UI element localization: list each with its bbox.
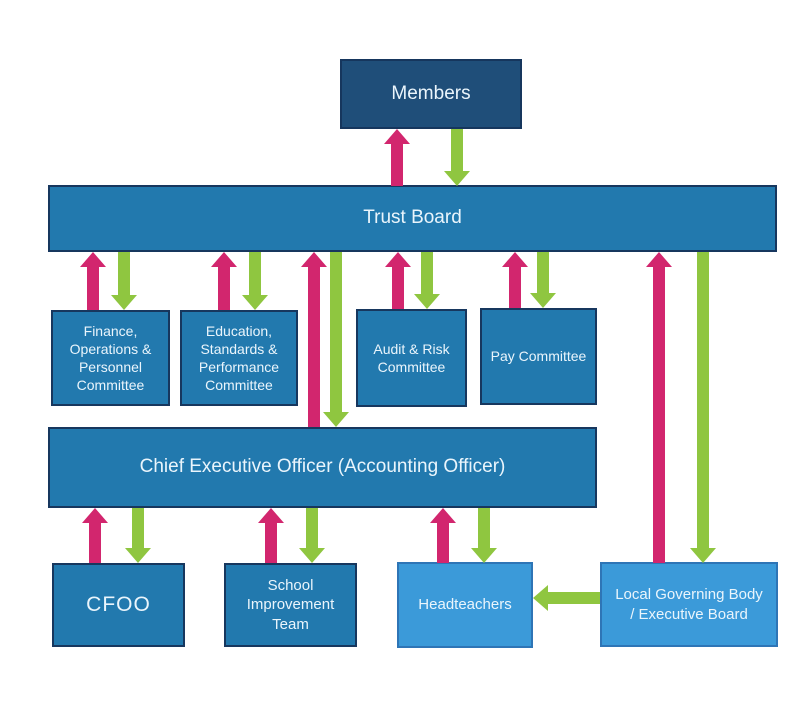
node-finance-committee: Finance, Operations & Personnel Committe…: [51, 310, 170, 406]
node-pay-committee: Pay Committee: [480, 308, 597, 405]
pink-up-arrow-lgb-trustboard: [646, 252, 672, 563]
node-audit-committee: Audit & Risk Committee: [356, 309, 467, 407]
green-down-arrow-ceo-cfoo: [125, 508, 151, 563]
node-school-improvement-team: School Improvement Team: [224, 563, 357, 647]
node-cfoo: CFOO: [52, 563, 185, 647]
node-trust-board-label: Trust Board: [363, 207, 462, 229]
pink-up-arrow-sit-ceo: [258, 508, 284, 563]
green-left-arrow-lgb-headteachers: [533, 585, 600, 611]
node-headteachers-label: Headteachers: [418, 596, 512, 614]
node-education-committee: Education, Standards & Performance Commi…: [180, 310, 298, 406]
pink-up-arrow-headteachers-ceo: [430, 508, 456, 563]
pink-up-arrow-cfoo-ceo: [82, 508, 108, 563]
pink-up-arrow-audit-trustboard: [385, 252, 411, 309]
green-down-arrow-ceo-sit: [299, 508, 325, 563]
green-down-arrow-trustboard-audit: [414, 252, 440, 309]
node-local-governing-body-label: Local Governing Body / Executive Board: [615, 586, 763, 623]
green-down-arrow-ceo-headteachers: [471, 508, 497, 563]
node-members-label: Members: [391, 82, 471, 104]
green-down-arrow-trustboard-finance: [111, 252, 137, 310]
node-school-improvement-team-label: School Improvement Team: [246, 576, 335, 633]
pink-up-arrow-members-trustboard: [384, 129, 410, 186]
node-pay-committee-label: Pay Committee: [490, 348, 587, 365]
node-headteachers: Headteachers: [397, 562, 533, 648]
pink-up-arrow-pay-trustboard: [502, 252, 528, 308]
green-down-arrow-trustboard-education: [242, 252, 268, 310]
node-trust-board: Trust Board: [48, 185, 777, 252]
pink-up-arrow-education-trustboard: [211, 252, 237, 310]
green-down-arrow-trustboard-ceo: [323, 252, 349, 427]
node-local-governing-body: Local Governing Body / Executive Board: [600, 562, 778, 647]
pink-up-arrow-finance-trustboard: [80, 252, 106, 310]
green-down-arrow-trustboard-members: [444, 129, 470, 186]
node-ceo-label: Chief Executive Officer (Accounting Offi…: [139, 456, 506, 478]
green-down-arrow-trustboard-pay: [530, 252, 556, 308]
node-ceo: Chief Executive Officer (Accounting Offi…: [48, 427, 597, 508]
node-finance-committee-label: Finance, Operations & Personnel Committe…: [69, 322, 152, 394]
green-down-arrow-trustboard-lgb: [690, 252, 716, 563]
node-audit-committee-label: Audit & Risk Committee: [373, 340, 450, 375]
node-members: Members: [340, 59, 522, 129]
node-education-committee-label: Education, Standards & Performance Commi…: [198, 322, 280, 394]
pink-up-arrow-ceo-trustboard: [301, 252, 327, 427]
node-cfoo-label: CFOO: [86, 593, 151, 617]
